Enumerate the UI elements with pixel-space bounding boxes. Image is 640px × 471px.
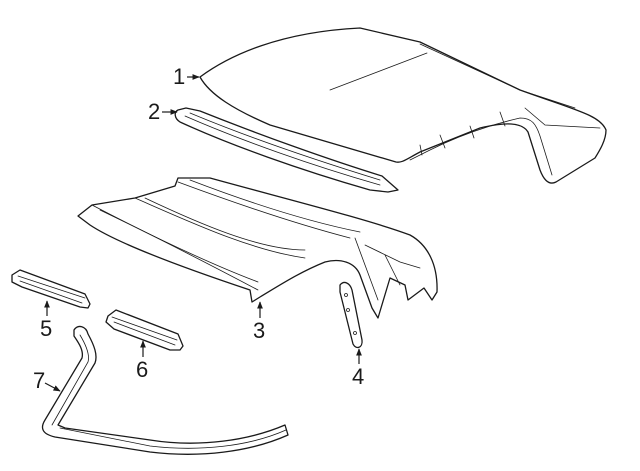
- callout-6[interactable]: 6: [136, 357, 149, 382]
- part-6-weatherstrip[interactable]: [105, 309, 184, 351]
- part-7-side-weatherstrip[interactable]: [41, 325, 289, 455]
- part-2-retainer[interactable]: [174, 107, 399, 193]
- leader-7: [44, 382, 61, 392]
- part-1-top-cover[interactable]: [199, 27, 607, 184]
- callout-4[interactable]: 4: [352, 364, 365, 389]
- callout-3[interactable]: 3: [253, 318, 266, 343]
- callout-2[interactable]: 2: [148, 99, 161, 124]
- part-4-trim[interactable]: [339, 281, 363, 349]
- part-5-weatherstrip[interactable]: [11, 269, 91, 309]
- part-3-frame[interactable]: [77, 177, 438, 319]
- callout-7[interactable]: 7: [33, 368, 46, 393]
- callout-5[interactable]: 5: [40, 316, 53, 341]
- callout-1[interactable]: 1: [173, 64, 186, 89]
